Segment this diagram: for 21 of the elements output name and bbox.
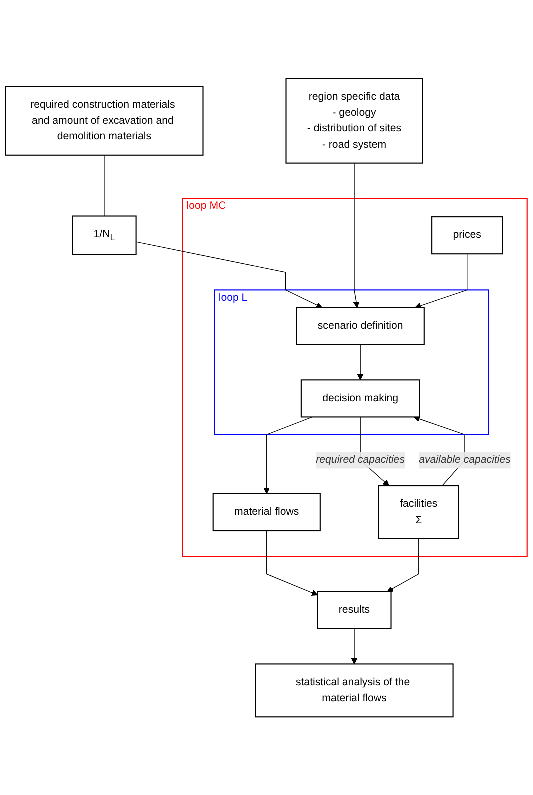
arrow — [264, 416, 313, 494]
node-box: required construction materials and amount of excavation and demolition materials — [5, 86, 204, 156]
node-box: region specific data - geology - distribution of sites - road system — [286, 78, 424, 164]
arrow — [357, 344, 364, 380]
node-box: results — [317, 590, 392, 630]
node-box: 1/N$_{L}$ — [72, 215, 137, 256]
node-box: prices — [432, 216, 504, 254]
arrow — [414, 253, 468, 309]
edge-label: required capacities — [316, 454, 405, 466]
edge-label: available capacities — [419, 454, 511, 466]
node-box: facilities Σ — [378, 485, 460, 540]
node-box: statistical analysis of the material flows — [255, 663, 454, 718]
arrow — [136, 241, 323, 308]
arrow — [266, 530, 318, 596]
node-box: scenario definition — [296, 306, 425, 346]
arrow — [351, 628, 358, 664]
node-box: material flows — [212, 493, 321, 532]
arrow — [353, 162, 360, 308]
connector — [104, 154, 105, 216]
node-box: decision making — [300, 379, 420, 418]
arrow — [387, 538, 420, 592]
